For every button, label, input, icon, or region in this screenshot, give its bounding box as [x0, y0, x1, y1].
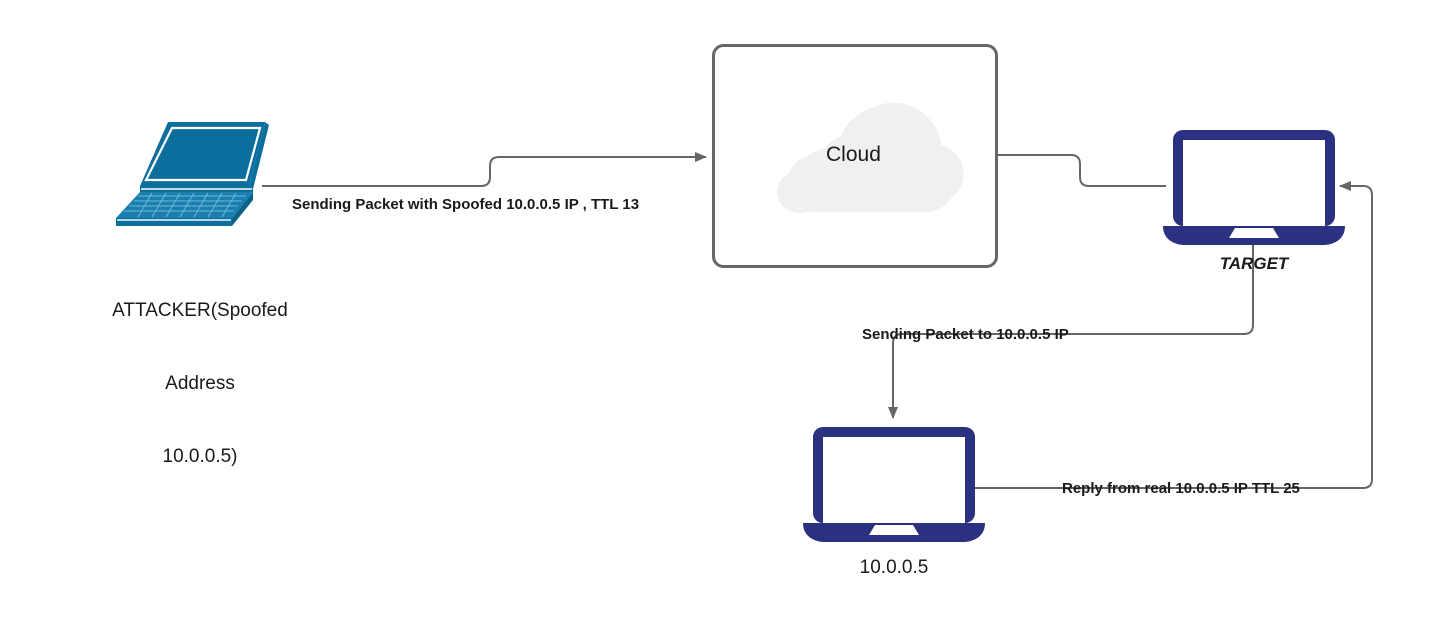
edge-label-victim-to-target: Reply from real 10.0.0.5 IP TTL 25: [1062, 480, 1300, 497]
laptop-front-icon: [803, 427, 985, 542]
attacker-label-line-3: 10.0.0.5): [162, 445, 238, 467]
node-attacker[interactable]: [110, 120, 270, 228]
attacker-label-line-2: Address: [165, 372, 235, 394]
node-victim[interactable]: [795, 425, 993, 545]
node-target[interactable]: [1155, 128, 1353, 248]
laptop-3d-icon: [116, 122, 269, 226]
laptop-front-icon: [1163, 130, 1345, 245]
edge-target-to-victim: [888, 245, 1254, 419]
edge-victim-to-target: [975, 181, 1373, 489]
edge-label-target-to-victim: Sending Packet to 10.0.0.5 IP: [862, 326, 1069, 343]
attacker-label-line-1: ATTACKER(Spoofed: [112, 299, 288, 321]
cloud-container: [712, 44, 998, 268]
attacker-label: ATTACKER(Spoofed Address 10.0.0.5): [60, 250, 340, 517]
cloud-label: Cloud: [826, 143, 881, 166]
edge-label-attacker-to-cloud: Sending Packet with Spoofed 10.0.0.5 IP …: [292, 196, 640, 213]
node-cloud[interactable]: [712, 44, 998, 268]
victim-label: 10.0.0.5: [859, 557, 929, 578]
target-label: TARGET: [1219, 254, 1289, 273]
edge-attacker-to-cloud: [262, 152, 707, 187]
edge-cloud-to-target: [996, 154, 1166, 187]
